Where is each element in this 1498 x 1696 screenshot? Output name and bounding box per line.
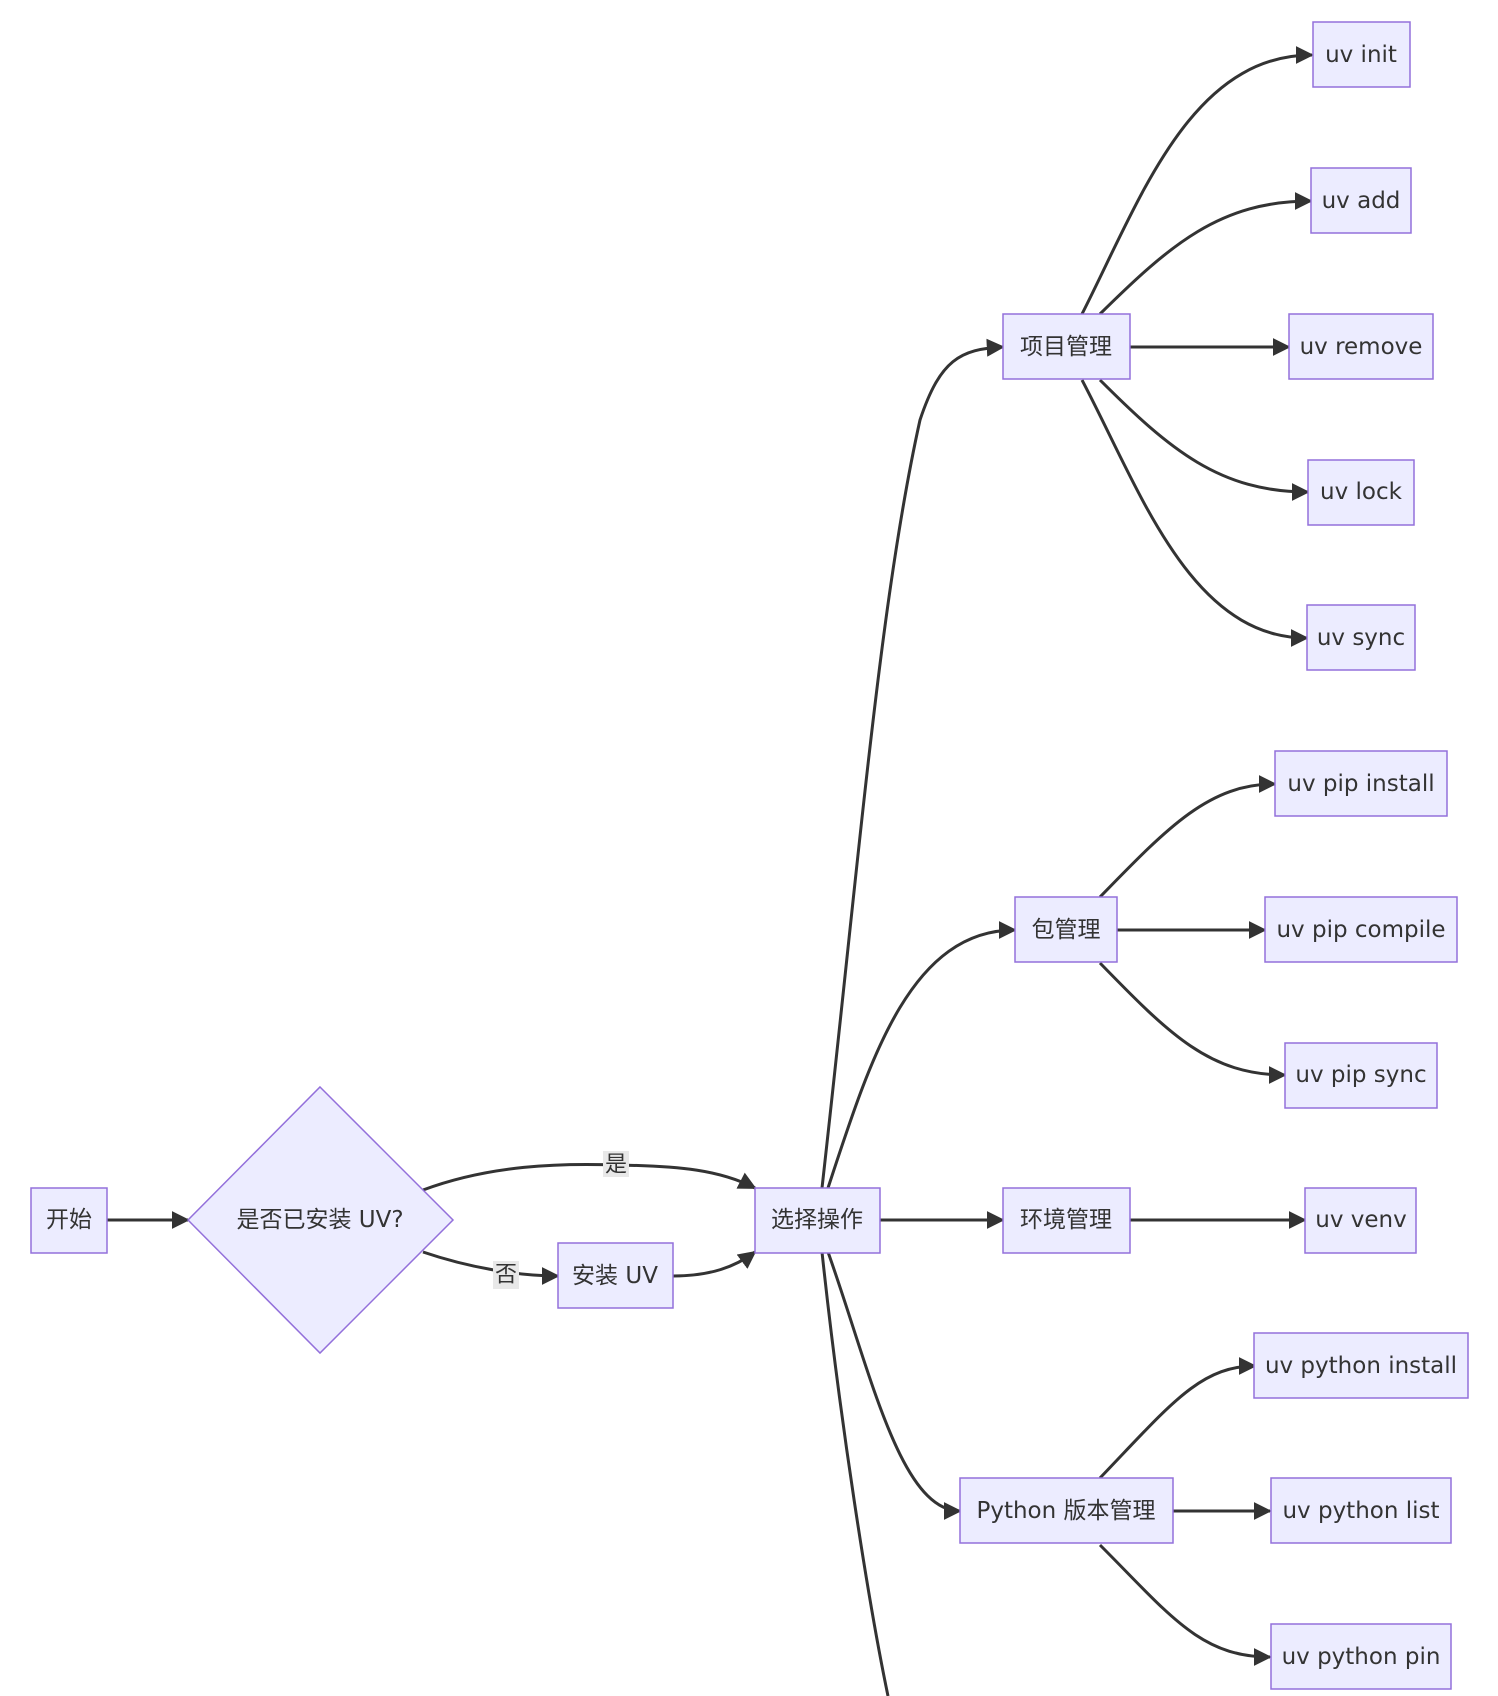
- edge-python-to-pin: [1098, 1543, 1272, 1666]
- node-uv-add-label: uv add: [1322, 188, 1401, 214]
- node-uv-python-install-label: uv python install: [1265, 1353, 1457, 1379]
- node-start[interactable]: 开始: [30, 1187, 108, 1254]
- edges: [107, 46, 1314, 1696]
- node-env-mgmt-label: 环境管理: [1020, 1207, 1112, 1233]
- node-uv-pip-compile-label: uv pip compile: [1276, 917, 1445, 943]
- node-env-mgmt[interactable]: 环境管理: [1002, 1187, 1131, 1254]
- node-project-mgmt-label: 项目管理: [1020, 334, 1112, 360]
- node-install-uv[interactable]: 安装 UV: [557, 1242, 674, 1309]
- node-uv-python-list-label: uv python list: [1282, 1498, 1439, 1524]
- edge-label-no: 否: [493, 1261, 519, 1289]
- node-uv-python-pin[interactable]: uv python pin: [1270, 1623, 1452, 1690]
- edge-project-to-lock: [1098, 378, 1310, 501]
- edge-select-to-package: [826, 921, 1017, 1189]
- node-decision-label: 是否已安装 UV?: [236, 1207, 403, 1233]
- edge-label-yes: 是: [603, 1151, 629, 1178]
- node-package-mgmt-label: 包管理: [1032, 917, 1101, 943]
- node-uv-pip-sync[interactable]: uv pip sync: [1284, 1042, 1438, 1109]
- node-package-mgmt[interactable]: 包管理: [1014, 896, 1118, 963]
- node-uv-init[interactable]: uv init: [1312, 21, 1411, 88]
- node-python-mgmt-label: Python 版本管理: [976, 1498, 1155, 1524]
- node-uv-python-pin-label: uv python pin: [1282, 1644, 1441, 1670]
- node-install-uv-label: 安装 UV: [572, 1263, 658, 1289]
- node-uv-pip-install-label: uv pip install: [1287, 771, 1434, 797]
- node-uv-python-list[interactable]: uv python list: [1270, 1477, 1452, 1544]
- node-start-label: 开始: [46, 1207, 92, 1233]
- edge-project-to-sync: [1080, 379, 1309, 647]
- edge-project-to-init: [1080, 46, 1314, 315]
- node-uv-pip-sync-label: uv pip sync: [1295, 1062, 1426, 1088]
- node-uv-venv[interactable]: uv venv: [1304, 1187, 1417, 1254]
- node-select-action-label: 选择操作: [771, 1207, 863, 1233]
- node-decision[interactable]: 是否已安装 UV?: [186, 1085, 455, 1355]
- node-uv-venv-label: uv venv: [1315, 1207, 1406, 1233]
- edge-package-to-pip-sync: [1098, 961, 1287, 1084]
- node-uv-sync[interactable]: uv sync: [1306, 604, 1416, 671]
- edge-install-to-select: [672, 1250, 757, 1278]
- edge-select-down: [820, 1251, 890, 1696]
- node-uv-remove-label: uv remove: [1300, 334, 1423, 360]
- edge-python-to-install: [1098, 1357, 1257, 1480]
- node-uv-sync-label: uv sync: [1317, 625, 1405, 651]
- node-python-mgmt[interactable]: Python 版本管理: [959, 1477, 1174, 1544]
- node-uv-python-install[interactable]: uv python install: [1253, 1332, 1469, 1399]
- node-select-action[interactable]: 选择操作: [754, 1187, 881, 1254]
- node-uv-lock[interactable]: uv lock: [1307, 459, 1415, 526]
- node-uv-init-label: uv init: [1325, 42, 1397, 68]
- edge-select-to-project: [820, 338, 1005, 1189]
- edge-package-to-pip-install: [1098, 775, 1277, 899]
- node-uv-remove[interactable]: uv remove: [1288, 313, 1434, 380]
- node-uv-pip-compile[interactable]: uv pip compile: [1264, 896, 1458, 963]
- edge-decision-yes-to-select: [422, 1162, 757, 1192]
- edge-project-to-add: [1098, 192, 1313, 316]
- edge-label-yes-text: 是: [605, 1153, 627, 1178]
- edge-decision-no-to-install: [422, 1250, 560, 1285]
- node-uv-lock-label: uv lock: [1320, 479, 1403, 505]
- node-uv-pip-install[interactable]: uv pip install: [1274, 750, 1448, 817]
- node-uv-add[interactable]: uv add: [1310, 167, 1412, 234]
- edge-label-no-text: 否: [495, 1263, 517, 1288]
- node-project-mgmt[interactable]: 项目管理: [1002, 313, 1131, 380]
- edge-select-to-python: [826, 1251, 962, 1520]
